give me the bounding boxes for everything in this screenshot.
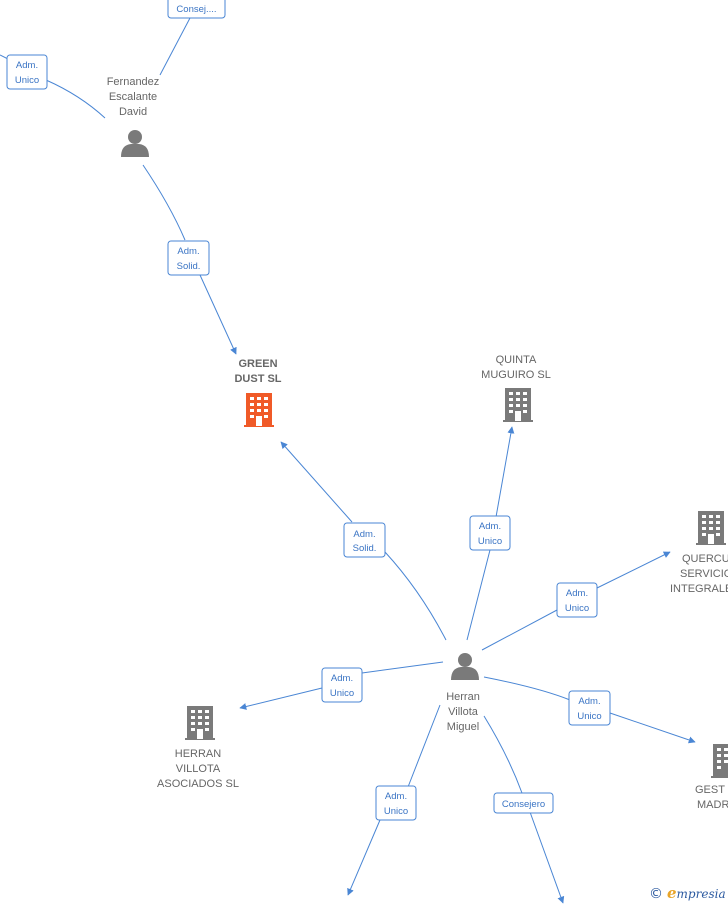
edge-label-text: Unico [384,806,408,817]
copyright-icon: © [649,886,663,902]
node-label-line: Fernandez [107,76,160,88]
node-quercus[interactable]: QUERCU SERVICIO INTEGRALE [670,511,728,595]
edge-label-top-consej[interactable]: Consej.... [167,0,226,19]
edge-line-herran-gest [483,676,695,742]
person-icon [451,653,479,680]
building-icon [185,706,215,740]
edge-label-text: Solid. [177,261,201,272]
edge-label-herran-green[interactable]: Adm. Solid. [343,522,386,558]
node-fernandez[interactable]: Fernandez Escalante David [107,76,160,157]
edge-label-herran-down-left[interactable]: Adm. Unico [375,785,417,821]
node-label-line: Villota [448,706,479,718]
brand-initial: e [667,884,677,902]
edge-label-text: Unico [478,536,502,547]
node-label-line: GEST [695,784,725,796]
edge-label-text: Adm. [16,60,38,71]
node-label-line: ASOCIADOS SL [157,778,239,790]
node-gest[interactable]: GEST MADR [695,744,728,811]
person-icon [121,130,149,157]
edge-line-herran-down-right [483,715,563,903]
edge-label-text: Consejero [502,799,545,810]
brand-name: mpresia [676,887,726,901]
building-icon [711,744,728,778]
edge-line-herran-quinta [466,427,512,641]
edge-lines [0,17,695,903]
edge-label-text: Adm. [578,696,600,707]
edge-label-text: Adm. [479,521,501,532]
node-label-line: MADR [697,799,728,811]
edge-line-herran-asociados [240,661,444,708]
edge-line-top-consej [159,17,191,76]
node-label-line: David [119,106,147,118]
node-label-line: SERVICIO [680,568,728,580]
edge-label-text: Adm. [331,673,353,684]
edge-label-left-adm[interactable]: Adm. Unico [6,54,48,90]
edge-label-text: Consej.... [176,4,216,15]
node-label-line: HERRAN [175,748,222,760]
node-label-line: MUGUIRO SL [481,369,551,381]
edge-line-fernandez-green [142,164,236,354]
edge-label-text: Solid. [353,543,377,554]
building-icon [503,388,533,422]
edge-label-fernandez-green[interactable]: Adm. Solid. [167,240,210,276]
edge-line-herran-quercus [481,552,670,651]
node-label-line: VILLOTA [176,763,221,775]
edge-label-text: Adm. [177,246,199,257]
node-label-line: Miguel [447,721,479,733]
edge-label-herran-asociados[interactable]: Adm. Unico [321,667,363,703]
node-label-line: Escalante [109,91,157,103]
node-label-line: GREEN [238,358,277,370]
edge-label-herran-quinta[interactable]: Adm. Unico [469,515,511,551]
edge-label-text: Adm. [566,588,588,599]
node-herran-person[interactable]: Herran Villota Miguel [446,653,480,733]
edge-label-text: Unico [565,603,589,614]
edge-line-herran-green [281,442,447,641]
node-label-line: Herran [446,691,480,703]
edge-label-herran-down-right[interactable]: Consejero [493,792,554,814]
building-icon [696,511,726,545]
edge-label-text: Adm. [385,791,407,802]
edge-label-text: Unico [577,711,601,722]
node-herran-asociados[interactable]: HERRAN VILLOTA ASOCIADOS SL [157,706,239,790]
edge-line-herran-down-left [348,704,441,895]
edge-label-text: Adm. [353,529,375,540]
node-quinta[interactable]: QUINTA MUGUIRO SL [481,354,551,422]
edge-label-herran-gest[interactable]: Adm. Unico [568,690,611,726]
node-label-line: QUERCU [682,553,728,565]
edge-label-text: Unico [15,75,39,86]
empresia-watermark: ©empresia [649,884,726,904]
node-label-line: QUINTA [496,354,537,366]
edge-label-text: Unico [330,688,354,699]
edge-label-herran-quercus[interactable]: Adm. Unico [556,582,598,618]
node-label-line: INTEGRALE [670,583,728,595]
node-green-dust[interactable]: GREEN DUST SL [234,358,282,427]
building-icon [244,393,274,427]
node-label-line: DUST SL [234,373,281,385]
